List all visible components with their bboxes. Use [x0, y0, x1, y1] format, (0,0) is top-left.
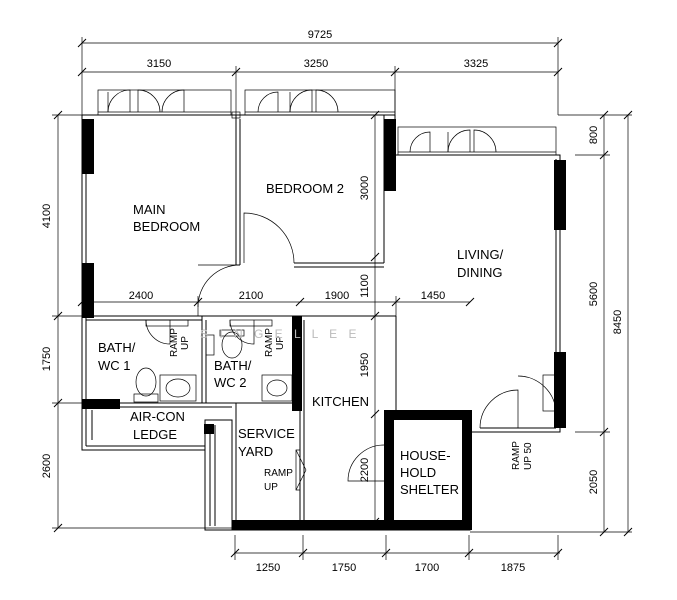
- fixtures: [133, 329, 556, 412]
- dim-shelter-height: 2200: [359, 458, 371, 482]
- ramp-labels: RAMP UP RAMP UP RAMP UP RAMP UP 50: [169, 328, 534, 493]
- dim-left-3: 2600: [41, 454, 53, 478]
- dim-kitchen-height: 1950: [359, 353, 371, 377]
- dim-right-3: 2050: [588, 470, 600, 494]
- dim-bottom-2: 1750: [332, 562, 356, 574]
- label-bath2-2: WC 2: [214, 375, 247, 390]
- dim-left-1: 4100: [41, 204, 53, 228]
- windows: [97, 89, 557, 156]
- dimension-lines: [52, 37, 633, 560]
- label-bath1-1: BATH/: [98, 340, 136, 355]
- window-swings: [107, 89, 497, 153]
- doors: [145, 212, 557, 491]
- label-living-2: DINING: [457, 265, 503, 280]
- dim-bottom-1: 1250: [256, 562, 280, 574]
- dim-row-1900: 1900: [325, 290, 349, 302]
- label-kitchen: KITCHEN: [312, 394, 369, 409]
- dim-row-1450: 1450: [421, 290, 445, 302]
- label-bedroom-2: BEDROOM 2: [266, 181, 344, 196]
- dim-bedroom2-height: 3000: [359, 176, 371, 200]
- label-shelter-1: HOUSE-: [400, 448, 451, 463]
- label-bath2-1: BATH/: [214, 358, 252, 373]
- dim-overall-width: 9725: [308, 29, 332, 41]
- ramp-entrance-2: UP 50: [523, 442, 534, 470]
- dimension-labels: 9725 3150 3250 3325 1250 1750 1700 1875 …: [41, 29, 624, 574]
- label-main-bedroom-2: BEDROOM: [133, 219, 200, 234]
- dim-left-2: 1750: [41, 347, 53, 371]
- dim-bottom-4: 1875: [501, 562, 525, 574]
- ramp-bath2-2: UP: [275, 336, 286, 350]
- dim-top-2: 3250: [304, 58, 328, 70]
- ramp-bath1-2: UP: [180, 336, 191, 350]
- label-main-bedroom-1: MAIN: [133, 202, 166, 217]
- structural-walls: [82, 119, 566, 530]
- dim-bottom-3: 1700: [415, 562, 439, 574]
- dim-right-2: 5600: [588, 282, 600, 306]
- dim-top-1: 3150: [147, 58, 171, 70]
- dim-corridor-height: 1100: [359, 274, 371, 298]
- label-service-2: YARD: [238, 444, 273, 459]
- dim-row-2400: 2400: [129, 290, 153, 302]
- label-service-1: SERVICE: [238, 426, 295, 441]
- watermark: S I N G E L L E E: [200, 327, 360, 341]
- label-aircon-2: LEDGE: [133, 427, 177, 442]
- ramp-entrance-1: RAMP: [511, 441, 522, 470]
- dim-row-2100: 2100: [239, 290, 263, 302]
- dim-top-3: 3325: [464, 58, 488, 70]
- label-shelter-2: HOLD: [400, 465, 436, 480]
- ramp-bath1-1: RAMP: [169, 328, 180, 357]
- room-labels: MAIN BEDROOM BEDROOM 2 LIVING/ DINING BA…: [98, 181, 504, 497]
- label-aircon-1: AIR-CON: [130, 409, 185, 424]
- ramp-bath2-1: RAMP: [264, 328, 275, 357]
- dim-right-1: 800: [588, 126, 600, 144]
- ramp-service-2: UP: [264, 482, 278, 493]
- dim-right-overall: 8450: [612, 310, 624, 334]
- label-bath1-2: WC 1: [98, 358, 131, 373]
- ramp-service-1: RAMP: [264, 468, 293, 479]
- label-shelter-3: SHELTER: [400, 482, 459, 497]
- label-living-1: LIVING/: [457, 247, 504, 262]
- walls: [81, 114, 561, 531]
